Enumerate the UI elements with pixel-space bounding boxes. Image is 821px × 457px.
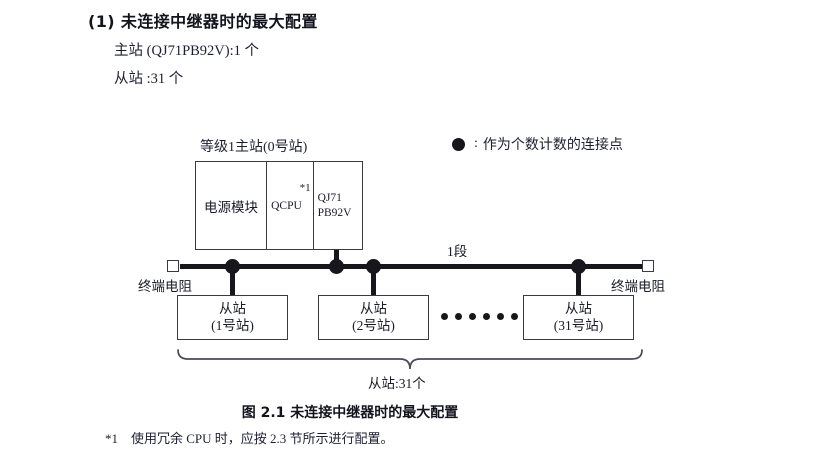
- slave-station-box-2: 从站 (2号站): [318, 295, 429, 340]
- power-module-label: 电源模块: [204, 199, 259, 215]
- segment-label: 1段: [447, 244, 468, 259]
- master-rack: 电源模块 QCPU *1 QJ71 PB92V: [195, 161, 363, 250]
- legend-dot-icon: [452, 137, 465, 151]
- slave-1-station: (1号站): [211, 317, 254, 333]
- slave-2-station: (2号站): [352, 317, 395, 333]
- master-drop-line: [334, 250, 339, 267]
- network-module-label-line1: QJ71: [317, 192, 342, 205]
- spec-line-slave: 从站 :31 个: [114, 71, 184, 87]
- brace-path: [177, 349, 643, 370]
- connection-dot-slave-2: [366, 259, 381, 274]
- figure-caption: 图 2.1 未连接中继器时的最大配置: [241, 405, 459, 421]
- slave-2-name: 从站: [360, 301, 387, 317]
- connection-dot-slave-31: [571, 259, 586, 274]
- legend: : 作为个数计数的连接点: [452, 134, 623, 154]
- footnote-text: 使用冗余 CPU 时，应按 2.3 节所示进行配置。: [131, 431, 394, 446]
- slave-station-box-31: 从站 (31号站): [523, 295, 634, 340]
- cpu-label: QCPU: [271, 199, 302, 212]
- legend-label: 作为个数计数的连接点: [482, 138, 623, 153]
- drop-line-slave-1: [230, 267, 235, 296]
- slave-31-name: 从站: [565, 301, 592, 317]
- ellipsis-dot: [497, 313, 504, 320]
- terminator-left-label: 终端电阻: [138, 279, 192, 294]
- rack-slot-network-module: QJ71 PB92V: [314, 162, 362, 249]
- bus-trunk-line: [180, 264, 642, 269]
- ellipsis-dot: [441, 313, 448, 320]
- ellipsis-dot: [455, 313, 462, 320]
- slave-1-name: 从站: [219, 301, 246, 317]
- slave-31-station: (31号站): [553, 317, 604, 333]
- cpu-footnote-marker: *1: [299, 182, 311, 194]
- ellipsis-dots: [441, 313, 518, 320]
- master-station-caption: 等级1主站(0号站): [200, 140, 308, 155]
- terminator-right-label: 终端电阻: [611, 279, 665, 294]
- drop-line-slave-2: [371, 267, 376, 296]
- legend-colon: :: [474, 136, 478, 151]
- heading-block: (1) 未连接中继器时的最大配置 主站 (QJ71PB92V):1 个 从站 :…: [88, 8, 688, 88]
- rack-slot-cpu: QCPU *1: [267, 162, 314, 249]
- drop-line-slave-31: [576, 267, 581, 296]
- slave-station-box-1: 从站 (1号站): [177, 295, 288, 340]
- ellipsis-dot: [511, 313, 518, 320]
- ellipsis-dot: [469, 313, 476, 320]
- brace-label: 从站:31个: [368, 376, 426, 391]
- rack-slot-power-module: 电源模块: [196, 162, 268, 249]
- terminator-right-icon: [642, 260, 654, 272]
- connection-dot-slave-1: [225, 259, 240, 274]
- brace-svg: [177, 349, 643, 370]
- ellipsis-dot: [483, 313, 490, 320]
- connection-dot-master: [329, 259, 344, 274]
- slave-count-brace: [170, 348, 650, 374]
- network-module-label-line2: PB92V: [317, 206, 352, 219]
- footnote-marker: *1: [105, 431, 118, 446]
- page-title: (1) 未连接中继器时的最大配置: [88, 12, 318, 31]
- footnote: *1 使用冗余 CPU 时，应按 2.3 节所示进行配置。: [105, 428, 394, 447]
- spec-line-master: 主站 (QJ71PB92V):1 个: [114, 43, 260, 59]
- terminator-left-icon: [167, 260, 179, 272]
